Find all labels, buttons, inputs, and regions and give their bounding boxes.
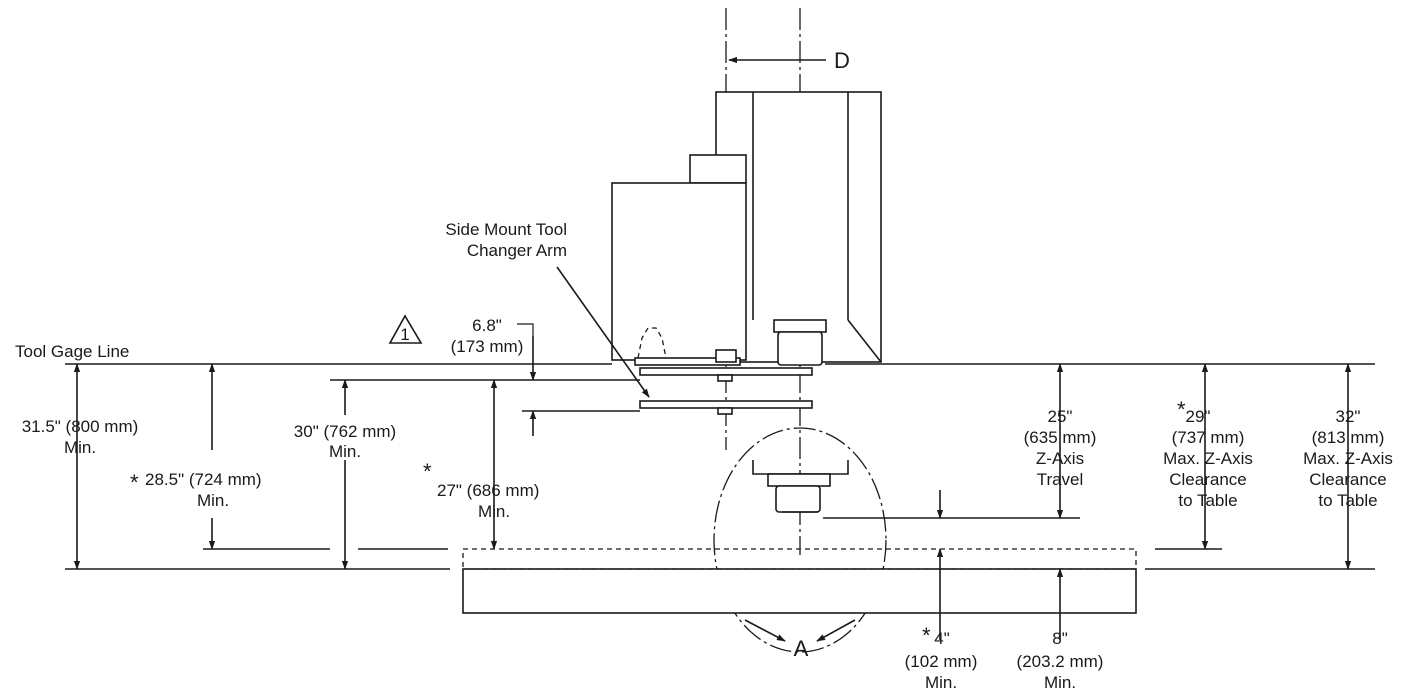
tool-changer-housing — [611, 182, 747, 361]
side-mount-leader — [556, 266, 650, 398]
detail-a-arrow-left — [744, 619, 786, 642]
tool-pocket-outline — [637, 327, 667, 359]
dim-29-clearance: Clearance — [1169, 470, 1247, 489]
dim-8-mm: (203.2 mm) — [1017, 652, 1104, 671]
spindle-cartridge — [777, 331, 823, 366]
tool-changer-arm-hub-upper — [717, 374, 733, 382]
dim-28-5-min: Min. — [197, 491, 229, 510]
detail-a-circle — [713, 427, 887, 653]
dim-29-to-table: to Table — [1178, 491, 1237, 510]
detail-a-arrow-right — [816, 619, 856, 642]
dim-29-max-z: Max. Z-Axis — [1163, 449, 1253, 468]
spindle-head-bevel — [847, 319, 882, 363]
machine-table — [462, 568, 1137, 614]
tool-changer-arm-lower — [639, 400, 813, 409]
dim-28-5-label: 28.5" (724 mm) — [145, 470, 262, 489]
spindle-nose — [773, 319, 827, 333]
dim-25-z-axis: Z-Axis — [1036, 449, 1084, 468]
dim-25-travel: Travel — [1037, 470, 1084, 489]
tool-changer-arm-upper — [639, 367, 813, 376]
dim-29-label: 29" — [1186, 407, 1211, 426]
tool-changer-cover-top — [689, 154, 747, 184]
note-number: 1 — [400, 325, 409, 344]
dim-30-label: 30" (762 mm) — [294, 422, 396, 441]
dim-27-star: * — [423, 459, 432, 484]
dim-29-star: * — [1177, 397, 1186, 422]
dim-32-to-table: to Table — [1318, 491, 1377, 510]
dim-29-mm: (737 mm) — [1172, 428, 1245, 447]
tool-holder-post — [715, 349, 737, 363]
tool-changer-arm-hub-lower — [717, 407, 733, 415]
dim-31-5-min: Min. — [64, 438, 96, 457]
note-triangle — [388, 314, 423, 344]
side-mount-label-line2: Changer Arm — [467, 241, 567, 260]
dim-6-8-label: 6.8" — [472, 316, 502, 335]
dim-25-mm: (635 mm) — [1024, 428, 1097, 447]
lowered-spindle-nose — [767, 473, 831, 487]
dim-27-min: Min. — [478, 502, 510, 521]
tool-gage-line-label: Tool Gage Line — [15, 342, 129, 361]
tool-changer-base — [634, 357, 741, 366]
dim-28-5-star: * — [130, 470, 139, 495]
dim-25-label: 25" — [1048, 407, 1073, 426]
dim-4-label: 4" — [934, 629, 950, 648]
side-mount-label-line1: Side Mount Tool — [445, 220, 567, 239]
dim-31-5-label: 31.5" (800 mm) — [22, 417, 139, 436]
dim-32-max-z: Max. Z-Axis — [1303, 449, 1393, 468]
dim-4-mm: (102 mm) — [905, 652, 978, 671]
dim-32-label: 32" — [1336, 407, 1361, 426]
dim-d-label: D — [834, 48, 850, 73]
dim-8-label: 8" — [1052, 629, 1068, 648]
lowered-tool-holder — [775, 485, 821, 513]
dim-4-min: Min. — [925, 673, 957, 691]
dim-6-8-leader — [517, 323, 534, 336]
dim-32-clearance: Clearance — [1309, 470, 1387, 489]
dim-32-mm: (813 mm) — [1312, 428, 1385, 447]
dim-27-label: 27" (686 mm) — [437, 481, 539, 500]
dim-6-8-mm: (173 mm) — [451, 337, 524, 356]
dim-30-min: Min. — [329, 442, 361, 461]
dim-8-min: Min. — [1044, 673, 1076, 691]
dim-4-star: * — [922, 623, 931, 648]
detail-a-label: A — [794, 636, 809, 661]
